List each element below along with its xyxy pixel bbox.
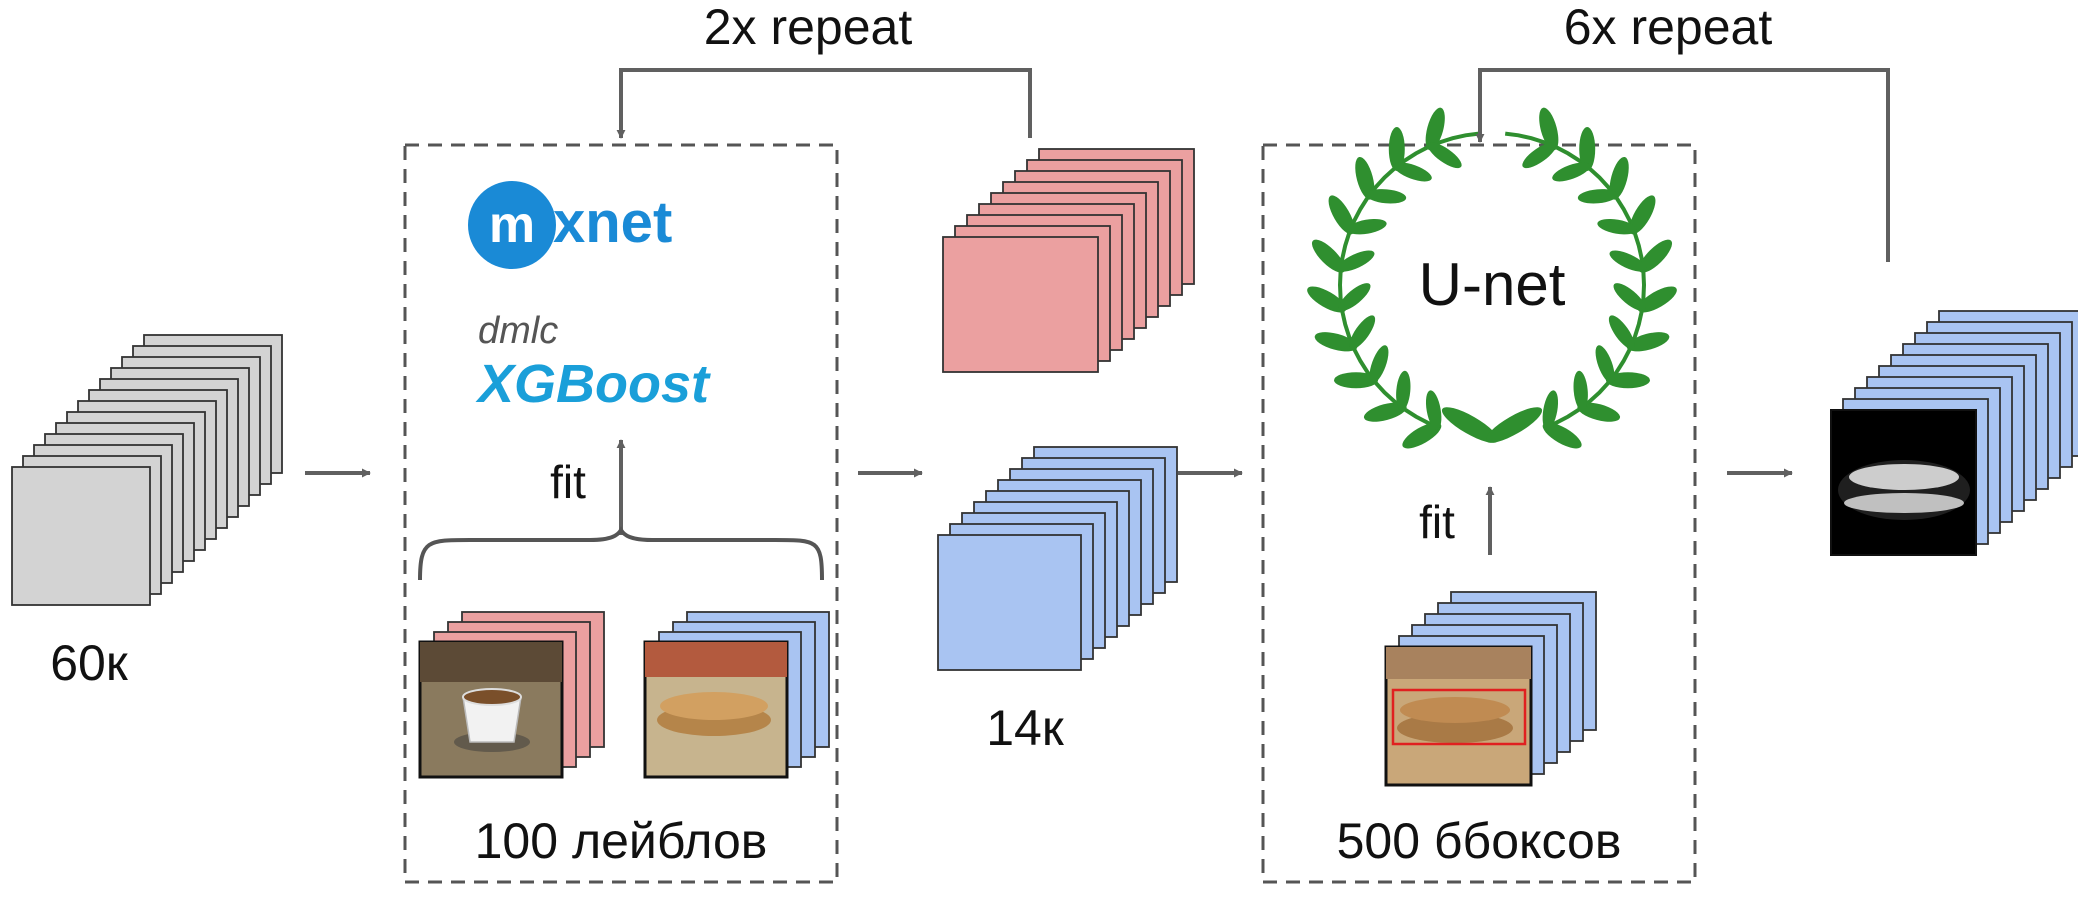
mxnet-logo-circle <box>468 181 556 269</box>
mxnet-logo-text: xnet <box>553 190 672 255</box>
laurel-leaf <box>1388 127 1405 172</box>
laurel-leaf <box>1349 315 1376 350</box>
repeat-loop-left <box>616 68 1032 139</box>
laurel-leaf <box>1539 107 1559 151</box>
laurel-leaf <box>1609 156 1629 200</box>
unet-box <box>1261 143 1697 884</box>
input-stack <box>11 334 283 606</box>
bounding-box <box>1391 688 1527 746</box>
blue-out-stack <box>937 446 1178 671</box>
stack-card <box>11 466 151 606</box>
mxnet-logo-m: m <box>489 196 535 254</box>
laurel-leaf <box>1338 283 1371 311</box>
laurel-leaf <box>1577 189 1618 204</box>
laurel-leaf <box>1485 407 1543 443</box>
input-count-label: 60к <box>50 635 129 691</box>
laurel-leaf <box>1363 402 1407 422</box>
output-count-label: 14к <box>986 700 1065 756</box>
dmlc-logo-text: dmlc <box>478 310 558 352</box>
laurel-leaf <box>1393 162 1432 182</box>
laurel-leaf <box>1577 402 1621 422</box>
laurel-leaf <box>1552 162 1591 182</box>
fit-label-right: fit <box>1419 496 1455 548</box>
laurel-leaf <box>1328 195 1355 235</box>
laurel-leaf <box>1573 370 1588 411</box>
laurel-leaf <box>1425 107 1445 151</box>
laurel-leaf <box>1522 142 1557 169</box>
laurel-leaf <box>1608 315 1635 350</box>
laurel-leaf <box>1542 422 1582 449</box>
laurel-leaf <box>1347 218 1387 235</box>
laurel-leaf <box>1441 407 1499 443</box>
laurel-leaf <box>1337 250 1375 272</box>
laurel-leaf <box>1605 372 1650 389</box>
bbox-photo <box>1384 645 1533 787</box>
laurel-leaf <box>1366 189 1407 204</box>
xgboost-logo-text: XGBoost <box>475 354 711 414</box>
laurel-leaf <box>1629 195 1656 235</box>
laurel-leaf <box>1311 239 1346 273</box>
pink-out-stack <box>942 148 1195 373</box>
laurel-leaf <box>1579 127 1596 172</box>
laurel-leaf <box>1638 239 1673 273</box>
unet-label: U-net <box>1419 251 1566 318</box>
brace <box>418 526 824 581</box>
xgboost-box <box>403 143 839 884</box>
laurel-leaf <box>1637 286 1677 313</box>
stack-card <box>942 236 1099 373</box>
laurel-leaf <box>1355 156 1375 200</box>
laurel-leaf <box>1595 345 1615 384</box>
fit-label-left: fit <box>550 456 586 508</box>
mask-image <box>1830 409 1977 556</box>
laurel-leaf <box>1369 345 1389 384</box>
stack-card <box>937 534 1082 671</box>
laurel-leaf <box>1613 283 1646 311</box>
bboxes-count: 500 ббоксов <box>1337 813 1622 869</box>
laurel-leaf <box>1597 218 1637 235</box>
labels-count: 100 лейблов <box>475 813 768 869</box>
laurel-leaf <box>1542 390 1559 430</box>
repeat-label-left: 2x repeat <box>704 0 913 55</box>
laurel-leaf <box>1334 372 1379 389</box>
laurel-leaf <box>1402 422 1442 449</box>
image-stacks <box>11 148 2078 786</box>
laurel-leaf <box>1609 250 1647 272</box>
laurel-leaf <box>1396 370 1411 411</box>
laurel-leaf <box>1427 142 1462 169</box>
repeat-label-right: 6x repeat <box>1564 0 1773 55</box>
laurel-leaf <box>1425 390 1442 430</box>
pastry-photo <box>643 640 789 779</box>
coffee-photo <box>418 640 564 779</box>
laurel-wreath-icon <box>1307 107 1677 449</box>
laurel-leaf <box>1307 286 1347 313</box>
repeat-loop-right <box>1475 68 1890 262</box>
laurel-leaf <box>1314 332 1358 352</box>
laurel-leaf <box>1626 332 1670 352</box>
